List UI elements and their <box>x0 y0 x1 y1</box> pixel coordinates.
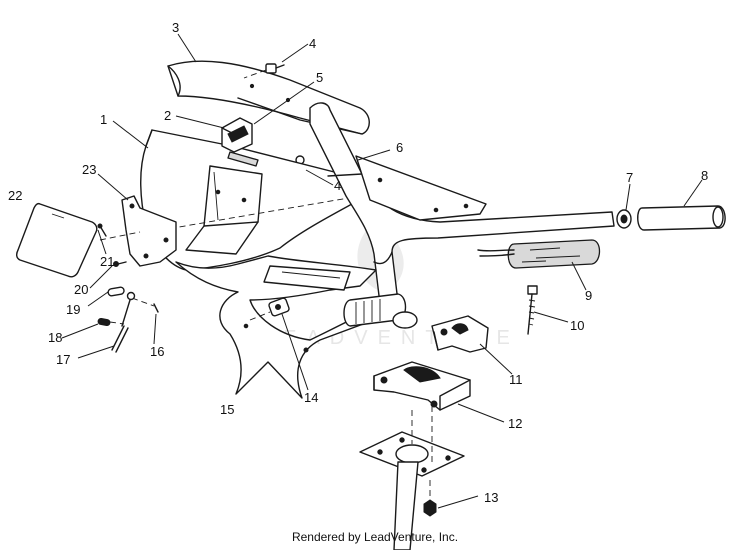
callout-11: 11 <box>509 372 523 387</box>
callout-2: 2 <box>164 108 171 123</box>
part-11-clamp-cap <box>431 315 489 353</box>
part-8-grip <box>637 205 726 231</box>
callout-20: 20 <box>74 282 88 297</box>
part-19-roller <box>107 286 125 297</box>
callout-15: 15 <box>220 402 234 417</box>
part-16-cotter-pin <box>131 297 159 313</box>
part-9-throttle-grip <box>477 239 601 269</box>
callout-14: 14 <box>304 390 318 405</box>
part-22-cover-plate <box>15 202 98 278</box>
footer-credit: Rendered by LeadVenture, Inc. <box>291 530 459 544</box>
part-4-screw-top <box>243 63 285 79</box>
callout-18: 18 <box>48 330 62 345</box>
part-6-handlebar <box>309 102 615 305</box>
callout-21: 21 <box>100 254 114 269</box>
part-7-bar-end <box>616 209 632 229</box>
callout-17: 17 <box>56 352 70 367</box>
part-18-spring <box>97 317 125 327</box>
callout-16: 16 <box>150 344 164 359</box>
part-2-switch <box>221 117 253 153</box>
callout-19: 19 <box>66 302 80 317</box>
part-20-screw <box>113 261 127 267</box>
part-6-crossbar <box>355 155 487 221</box>
part-13-nut <box>423 480 437 517</box>
callout-6: 6 <box>396 140 403 155</box>
steering-post <box>393 461 419 550</box>
callout-10: 10 <box>570 318 584 333</box>
part-17-lever-rod <box>111 291 136 353</box>
part-15-hood <box>175 255 391 399</box>
callout-13: 13 <box>484 490 498 505</box>
callout-5: 5 <box>316 70 323 85</box>
callout-4-mid: 4 <box>334 178 341 193</box>
steering-post-plate <box>359 406 465 477</box>
callout-7: 7 <box>626 170 633 185</box>
callout-12: 12 <box>508 416 522 431</box>
callouts: 1 2 3 4 4 5 6 7 8 9 10 11 12 13 14 15 16… <box>8 20 708 505</box>
callout-4: 4 <box>309 36 316 51</box>
part-12-clamp-base <box>373 361 471 411</box>
part-23-bracket <box>99 195 177 267</box>
steering-stem-spline <box>343 293 418 329</box>
callout-23: 23 <box>82 162 96 177</box>
callout-3: 3 <box>172 20 179 35</box>
callout-22: 22 <box>8 188 22 203</box>
callout-9: 9 <box>585 288 592 303</box>
leader-lines <box>61 33 703 509</box>
part-14-fastener <box>249 297 290 321</box>
part-10-bolt <box>527 285 538 335</box>
callout-8: 8 <box>701 168 708 183</box>
part-5-connector <box>227 151 259 167</box>
callout-1: 1 <box>100 112 107 127</box>
part-21-pin <box>97 223 107 237</box>
